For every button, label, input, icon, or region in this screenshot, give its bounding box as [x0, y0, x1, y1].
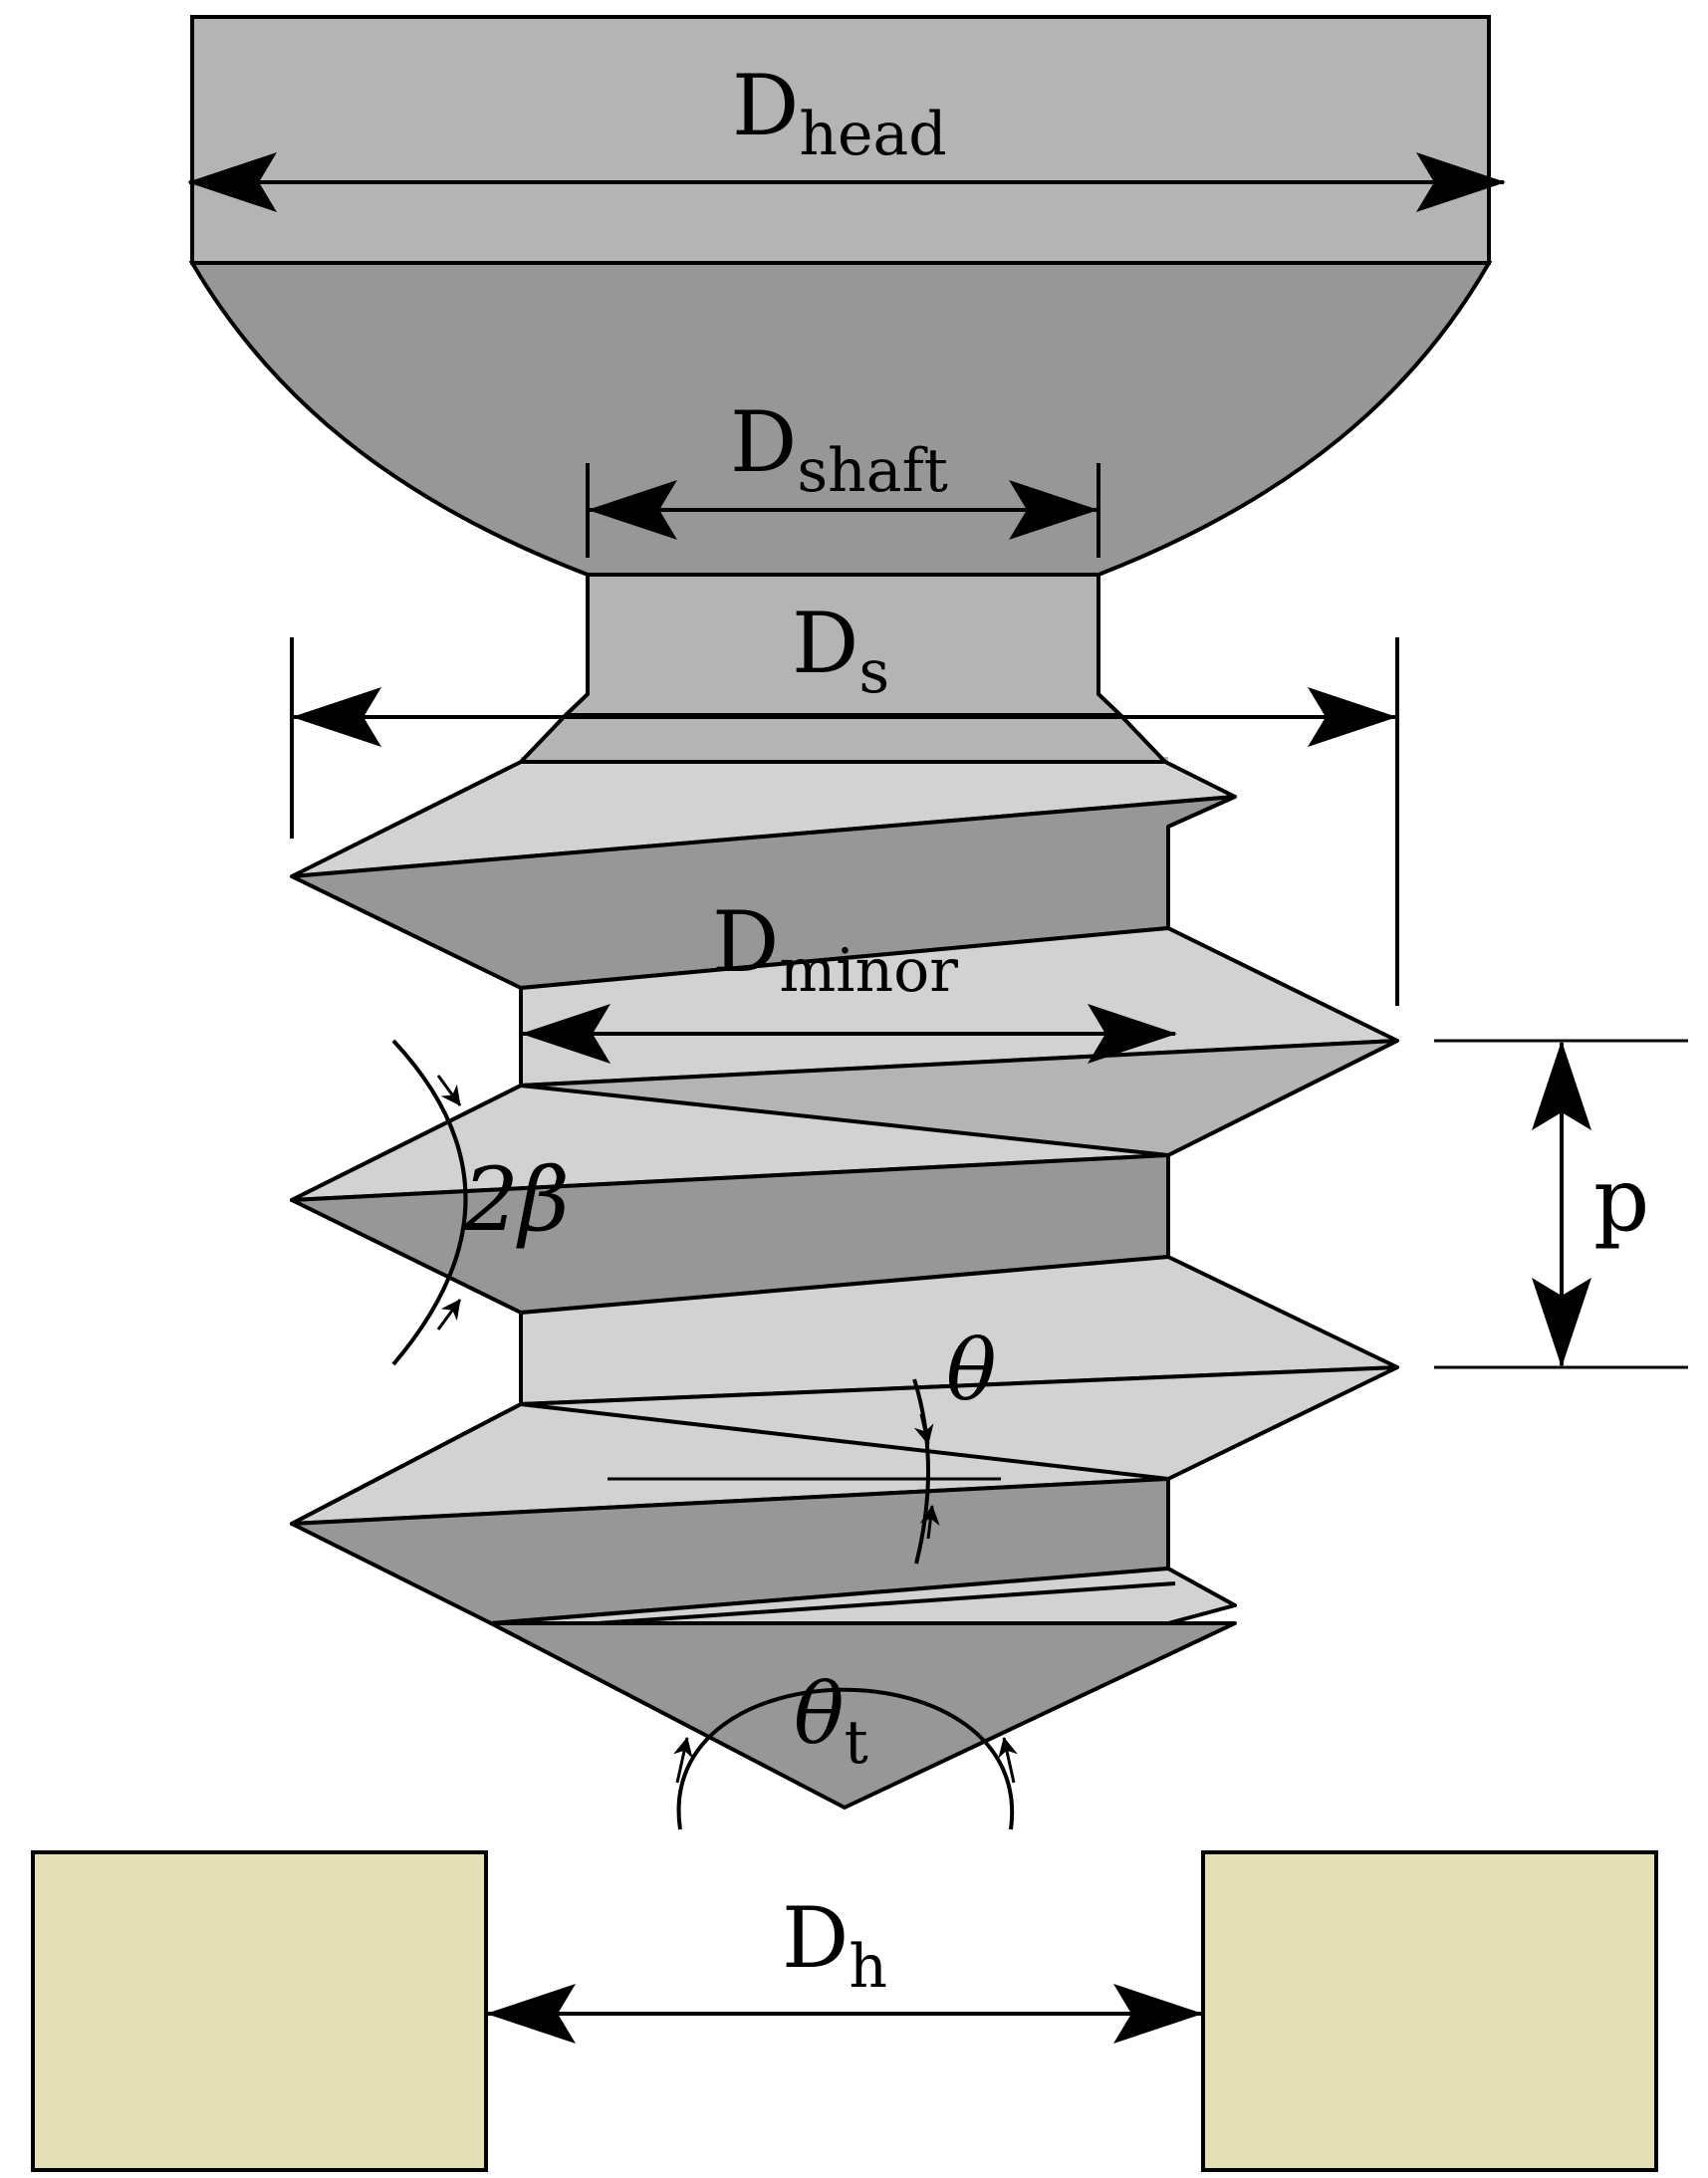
- thread-transition: [516, 713, 1170, 764]
- arc-theta-arrow-bottom: [919, 1505, 940, 1540]
- screw-tip: [489, 1621, 1237, 1810]
- label-d-s: Ds: [792, 595, 889, 707]
- threaded-body: [290, 713, 1399, 1625]
- arc-2beta-arrow-top: [436, 1075, 462, 1106]
- arc-theta: [912, 1378, 930, 1565]
- head-cap: [190, 15, 1491, 265]
- label-theta: θ: [946, 1322, 997, 1419]
- arc-theta-t-arrow-l: [673, 1737, 693, 1784]
- thread-6-line: [597, 1581, 1176, 1625]
- label-d-shaft: Dshaft: [730, 393, 948, 506]
- label-p: p: [1593, 1148, 1649, 1251]
- arc-theta-arrow-top: [913, 1413, 934, 1445]
- arc-theta-t: [676, 1687, 1015, 1830]
- hole-block-left: [31, 1850, 488, 2172]
- label-theta-t: θt: [794, 1665, 868, 1778]
- screw-head: [188, 15, 1493, 577]
- arc-2beta-arrow-bottom: [436, 1299, 462, 1331]
- label-d-minor: Dminor: [712, 893, 958, 1006]
- arc-2beta: [391, 1039, 468, 1366]
- label-2beta: 2β: [462, 1148, 570, 1251]
- label-d-head: Dhead: [732, 57, 947, 169]
- label-d-h: Dh: [782, 1889, 887, 2002]
- arc-theta-t-arrow-r: [998, 1737, 1018, 1784]
- hole-block-right: [1201, 1850, 1658, 2172]
- head-countersink: [188, 261, 1493, 577]
